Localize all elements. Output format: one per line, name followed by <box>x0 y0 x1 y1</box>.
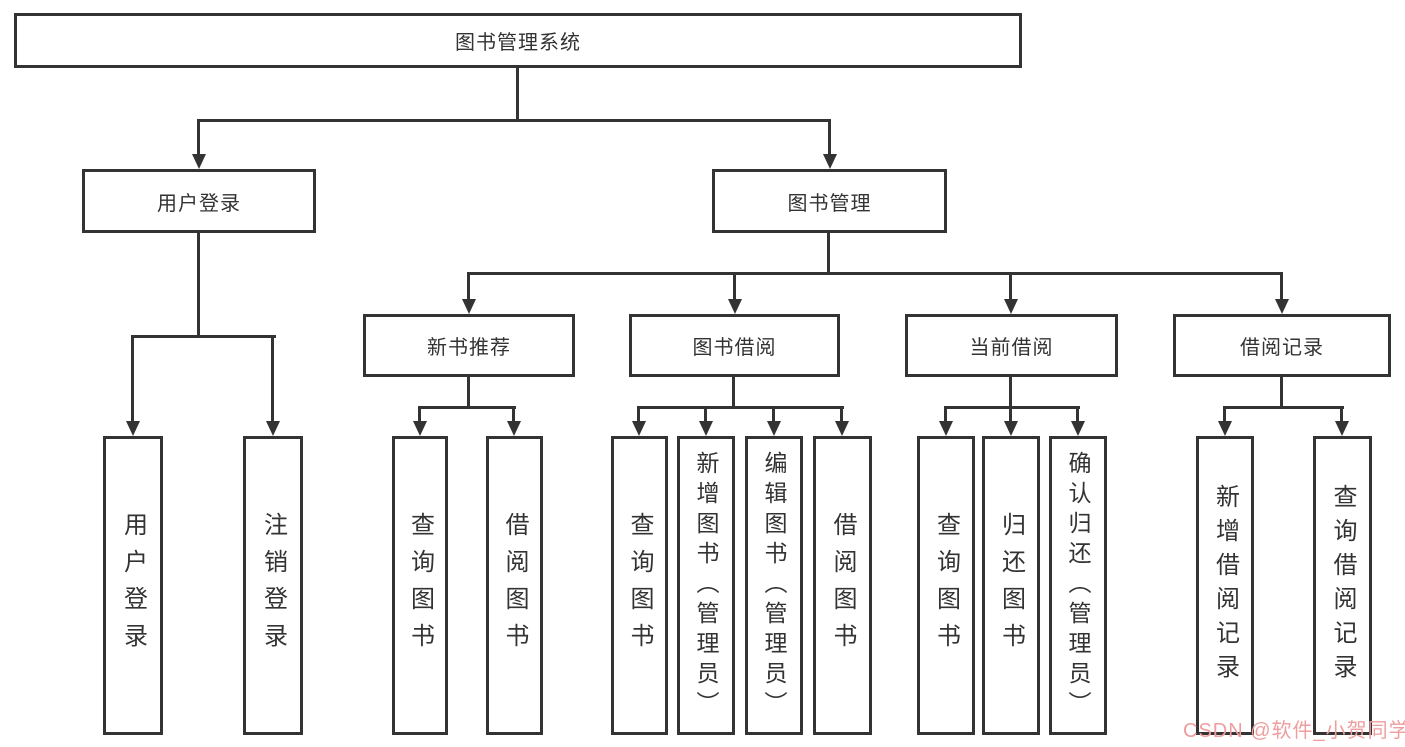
connector-stem <box>1340 406 1343 422</box>
connector-root-split <box>197 119 831 122</box>
arrowhead-down <box>1071 421 1085 436</box>
arrowhead-down <box>1275 299 1289 314</box>
connector-trunk <box>1009 377 1012 406</box>
connector-split <box>418 406 516 409</box>
arrowhead-down <box>462 299 476 314</box>
leaf-borrow-books-1-label: 借阅图书 <box>501 511 528 660</box>
leaf-borrow-books-1: 借阅图书 <box>486 436 543 735</box>
csdn-watermark: CSDN @软件_小贺同学 <box>1183 720 1405 742</box>
connector-stem <box>840 406 843 422</box>
node-current-borrow: 当前借阅 <box>905 314 1118 377</box>
arrowhead-down <box>632 421 646 436</box>
arrowhead-down <box>413 421 427 436</box>
arrowhead-down <box>767 421 781 436</box>
arrowhead-down <box>699 421 713 436</box>
node-root: 图书管理系统 <box>14 13 1022 68</box>
connector-book-mgmt-trunk <box>827 233 830 272</box>
connector-split <box>944 406 1080 409</box>
leaf-add-borrow-record: 新增借阅记录 <box>1196 436 1254 735</box>
leaf-query-books-1: 查询图书 <box>392 436 448 735</box>
arrowhead-down <box>835 421 849 436</box>
connector-stem <box>271 335 274 422</box>
connector-stem <box>418 406 421 422</box>
leaf-logout: 注销登录 <box>243 436 303 735</box>
node-user-login: 用户登录 <box>82 169 316 233</box>
node-book-management-label: 图书管理 <box>787 192 872 215</box>
connector-stem <box>704 406 707 422</box>
connector-stem <box>828 119 831 155</box>
arrowhead-down <box>192 154 206 169</box>
connector-stem <box>944 406 947 422</box>
leaf-user-login-label: 用户登录 <box>119 511 147 660</box>
connector-trunk <box>1280 377 1283 406</box>
leaf-logout-label: 注销登录 <box>259 511 287 660</box>
arrowhead-down <box>939 421 953 436</box>
leaf-query-books-2: 查询图书 <box>611 436 668 735</box>
node-current-borrow-label: 当前借阅 <box>969 337 1054 359</box>
leaf-query-borrow-record-label: 查询借阅记录 <box>1329 483 1356 688</box>
arrowhead-down <box>728 299 742 314</box>
leaf-query-borrow-record: 查询借阅记录 <box>1313 436 1372 735</box>
leaf-borrow-books-2-label: 借阅图书 <box>829 511 856 660</box>
leaf-add-books-admin: 新增图书（管理员） <box>677 436 735 735</box>
node-borrow-records-label: 借阅记录 <box>1240 337 1324 359</box>
connector-stem <box>131 335 134 422</box>
node-new-book-recommend-label: 新书推荐 <box>427 337 511 359</box>
leaf-query-books-3-label: 查询图书 <box>932 511 960 660</box>
connector-root-trunk <box>516 68 519 119</box>
connector-split <box>637 406 844 409</box>
connector-stem <box>772 406 775 422</box>
arrowhead-down <box>1218 421 1232 436</box>
connector-stem <box>512 406 515 422</box>
connector-stem <box>1009 406 1012 422</box>
arrowhead-down <box>1004 421 1018 436</box>
connector-stem <box>1009 272 1012 300</box>
connector-stem <box>1223 406 1226 422</box>
leaf-borrow-books-2: 借阅图书 <box>813 436 872 735</box>
connector-book-mgmt-split <box>467 272 1283 275</box>
arrowhead-down <box>266 421 280 436</box>
connector-trunk <box>732 377 735 406</box>
node-book-borrow: 图书借阅 <box>629 314 840 377</box>
node-user-login-label: 用户登录 <box>157 192 241 215</box>
leaf-confirm-return-admin: 确认归还（管理员） <box>1049 436 1107 735</box>
leaf-user-login: 用户登录 <box>103 436 163 735</box>
connector-user-login-split <box>131 335 276 338</box>
connector-stem <box>733 272 736 300</box>
arrowhead-down <box>1335 421 1349 436</box>
connector-stem <box>467 272 470 300</box>
arrowhead-down <box>126 421 140 436</box>
leaf-query-books-3: 查询图书 <box>917 436 975 735</box>
node-book-management: 图书管理 <box>712 169 947 233</box>
leaf-edit-books-admin: 编辑图书（管理员） <box>745 436 803 735</box>
arrowhead-down <box>507 421 521 436</box>
connector-stem <box>197 119 200 155</box>
arrowhead-down <box>823 154 837 169</box>
leaf-return-books: 归还图书 <box>982 436 1040 735</box>
connector-stem <box>1280 272 1283 300</box>
connector-stem <box>1076 406 1079 422</box>
leaf-add-borrow-record-label: 新增借阅记录 <box>1211 483 1239 688</box>
node-book-borrow-label: 图书借阅 <box>692 337 777 359</box>
leaf-query-books-1-label: 查询图书 <box>406 511 434 660</box>
connector-user-login-trunk <box>197 233 200 335</box>
leaf-return-books-label: 归还图书 <box>997 511 1025 660</box>
leaf-edit-books-admin-label: 编辑图书（管理员） <box>761 450 787 721</box>
connector-split <box>1223 406 1344 409</box>
node-new-book-recommend: 新书推荐 <box>363 314 575 377</box>
connector-stem <box>637 406 640 422</box>
leaf-add-books-admin-label: 新增图书（管理员） <box>693 450 719 721</box>
node-root-label: 图书管理系统 <box>455 32 581 54</box>
node-borrow-records: 借阅记录 <box>1173 314 1391 377</box>
arrowhead-down <box>1004 299 1018 314</box>
leaf-confirm-return-admin-label: 确认归还（管理员） <box>1065 450 1091 721</box>
leaf-query-books-2-label: 查询图书 <box>626 511 653 660</box>
connector-trunk <box>467 377 470 406</box>
